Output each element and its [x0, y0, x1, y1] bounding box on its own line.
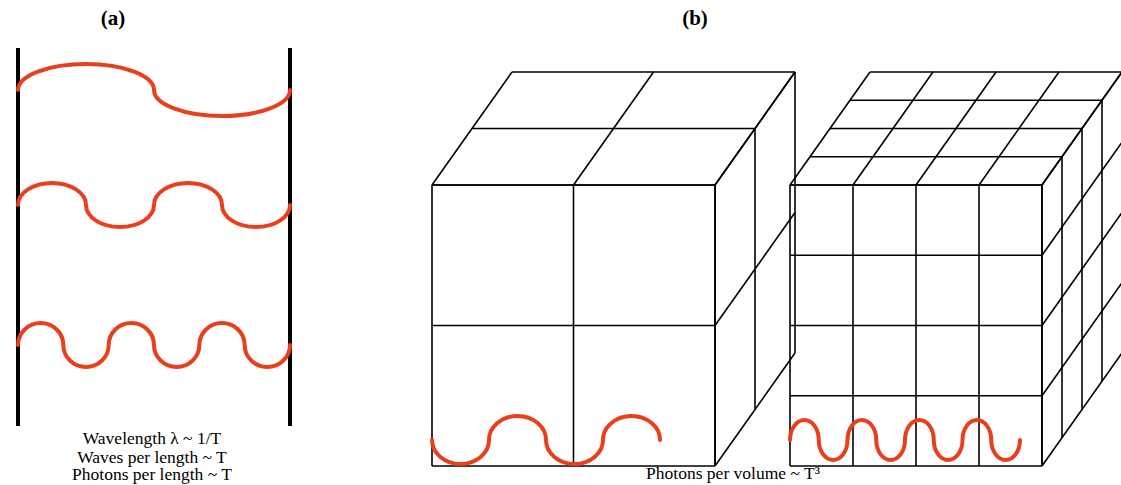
grid-line	[790, 325, 1042, 327]
grid-line	[790, 465, 1042, 467]
grid-line	[714, 185, 716, 466]
grid-line	[715, 213, 795, 326]
grid-line	[1042, 213, 1121, 326]
grid-line	[1042, 72, 1121, 185]
grid-line	[850, 99, 1102, 101]
standing-wave	[18, 64, 1020, 464]
grid-line	[870, 71, 1121, 73]
grid-line	[715, 72, 795, 185]
grid-line	[790, 395, 1042, 397]
grid-line	[1042, 353, 1121, 466]
grid-line	[714, 185, 716, 466]
wave-path	[432, 416, 660, 464]
grid-line	[432, 325, 715, 327]
wave-path	[18, 323, 290, 367]
grid-line	[715, 353, 795, 466]
caption-line: Wavelength λ ~ 1/T	[83, 430, 222, 448]
grid-line	[1041, 185, 1043, 466]
grid-line	[1041, 185, 1043, 466]
panel-label: (a)	[101, 8, 126, 29]
grid-line	[472, 128, 755, 130]
caption-line: Photons per length ~ T	[72, 466, 232, 484]
cavity-wall	[288, 48, 292, 426]
grid-line	[978, 185, 980, 466]
wave-path	[18, 183, 290, 227]
cube-grid	[432, 72, 1121, 466]
wave-path	[790, 420, 1020, 460]
grid-line	[1042, 283, 1121, 396]
cavity-wall	[16, 48, 20, 426]
wave-path	[18, 64, 290, 116]
grid-line	[830, 128, 1082, 130]
caption-line: Waves per length ~ T	[77, 449, 227, 467]
grid-line	[512, 71, 795, 73]
caption-line: Photons per volume ~ T³	[646, 465, 820, 483]
grid-line	[794, 72, 796, 353]
grid-line	[979, 72, 1059, 185]
grid-line	[1101, 100, 1103, 381]
panel-label: (b)	[682, 8, 708, 29]
